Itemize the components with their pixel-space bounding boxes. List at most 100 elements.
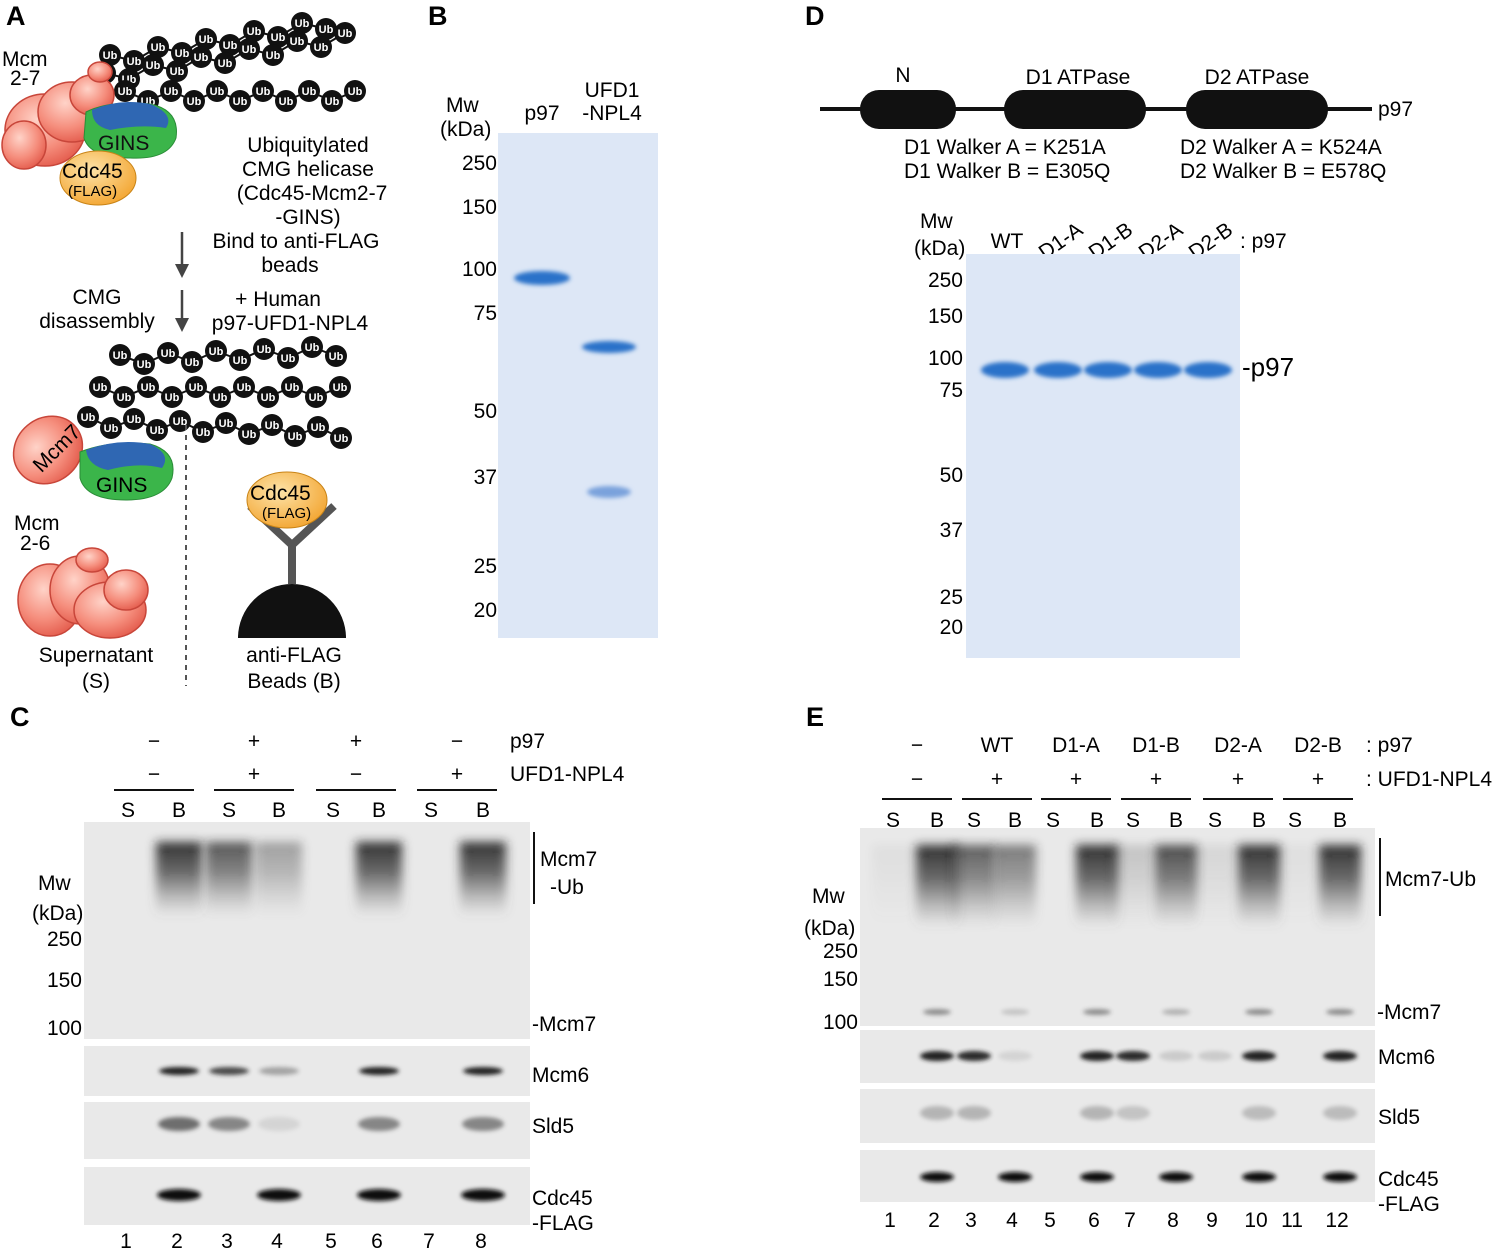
ub-label: Ub bbox=[314, 42, 329, 54]
ub-label: Ub bbox=[151, 42, 166, 54]
c-smear bbox=[460, 842, 506, 916]
b-gel bbox=[498, 133, 658, 638]
ub-bead: Ub bbox=[275, 90, 297, 112]
e-sb-label: S bbox=[1126, 809, 1140, 832]
d-label-d1: D1 ATPase bbox=[1026, 66, 1131, 89]
ub-label: Ub bbox=[295, 18, 310, 30]
cdc45-bead-label: Cdc45 bbox=[250, 482, 311, 505]
ub-bead: Ub bbox=[298, 80, 320, 102]
e-lane-number: 11 bbox=[1281, 1209, 1303, 1232]
c-ufd-label: UFD1-NPL4 bbox=[510, 763, 625, 786]
d-bands bbox=[981, 362, 1232, 378]
c-band-sld5 bbox=[358, 1117, 400, 1131]
c-band-mcm6 bbox=[159, 1067, 199, 1075]
e-lane-number: 9 bbox=[1206, 1209, 1218, 1232]
b-marker-75: 75 bbox=[474, 302, 497, 325]
c-smear bbox=[156, 842, 202, 916]
ub-bead: Ub bbox=[315, 18, 337, 40]
ub-bead: Ub bbox=[215, 412, 237, 434]
e-lane-number: 7 bbox=[1124, 1209, 1136, 1232]
d-gel bbox=[966, 254, 1240, 658]
b-marker-100: 100 bbox=[462, 258, 497, 281]
e-smear bbox=[872, 845, 914, 927]
ub-bead: Ub bbox=[169, 410, 191, 432]
e-smear bbox=[1319, 845, 1361, 927]
c-band-sld5 bbox=[158, 1117, 200, 1131]
e-lane-number: 2 bbox=[928, 1209, 940, 1232]
human-text-2: p97-UFD1-NPL4 bbox=[212, 312, 369, 335]
ub-label: Ub bbox=[187, 96, 202, 108]
e-marker-150: 150 bbox=[823, 968, 858, 991]
panel-d-letter: D bbox=[805, 1, 825, 31]
e-smear bbox=[953, 845, 995, 927]
ub-label: Ub bbox=[175, 48, 190, 60]
ubiq-text-2: CMG helicase bbox=[242, 158, 374, 181]
e-ufd-sign: + bbox=[1150, 768, 1162, 791]
panel-b: B Mw (kDa) p97 UFD1 -NPL4 25015010075503… bbox=[428, 1, 658, 638]
d-domain-n bbox=[860, 90, 956, 129]
gins-bottom: GINS bbox=[79, 442, 174, 501]
ub-label: Ub bbox=[266, 50, 281, 62]
ub-bead: Ub bbox=[190, 46, 212, 68]
d-band-p97 bbox=[1084, 362, 1132, 378]
c-lane-number: 7 bbox=[423, 1230, 435, 1252]
ub-label: Ub bbox=[137, 359, 152, 371]
e-band-mcm6 bbox=[1159, 1051, 1193, 1061]
c-p97-label: p97 bbox=[510, 730, 545, 753]
c-right-mcm7ub-2: -Ub bbox=[550, 876, 584, 899]
ub-label: Ub bbox=[164, 86, 179, 98]
c-marker-250: 250 bbox=[47, 928, 82, 951]
ub-label: Ub bbox=[185, 357, 200, 369]
b-marker-50: 50 bbox=[474, 400, 497, 423]
ub-label: Ub bbox=[218, 58, 233, 70]
e-lane-number: 12 bbox=[1325, 1209, 1348, 1232]
d-lane-suffix: : p97 bbox=[1240, 230, 1287, 253]
ub-label: Ub bbox=[118, 86, 133, 98]
ub-label: Ub bbox=[338, 28, 353, 40]
e-ufd-suffix: : UFD1-NPL4 bbox=[1366, 768, 1492, 791]
ub-label: Ub bbox=[233, 355, 248, 367]
ub-label: Ub bbox=[223, 40, 238, 52]
ub-bead: Ub bbox=[219, 34, 241, 56]
ub-bead: Ub bbox=[238, 38, 260, 60]
ub-label: Ub bbox=[104, 423, 119, 435]
panel-d: D N D1 ATPase D2 ATPase p97 D1 Walker A … bbox=[805, 1, 1413, 658]
e-band-mcm6 bbox=[920, 1051, 954, 1061]
c-smear bbox=[356, 842, 402, 916]
ub-label: Ub bbox=[194, 52, 209, 64]
d-label-n: N bbox=[895, 64, 910, 87]
e-lane-number: 8 bbox=[1167, 1209, 1179, 1232]
d-marker-100: 100 bbox=[928, 347, 963, 370]
e-band-sld5 bbox=[1323, 1106, 1357, 1120]
ub-label: Ub bbox=[196, 427, 211, 439]
ub-bead: Ub bbox=[89, 376, 111, 398]
cmg-text-1: CMG bbox=[73, 286, 122, 309]
mcm27-label-line2: 2-7 bbox=[10, 67, 40, 90]
c-sb-label: B bbox=[476, 799, 490, 822]
c-band-cdc45 bbox=[257, 1189, 301, 1201]
d-walker-2: D1 Walker B = E305Q bbox=[904, 160, 1110, 183]
d-marker-20: 20 bbox=[940, 616, 963, 639]
e-band-mcm6 bbox=[1116, 1051, 1150, 1061]
ub-bead: Ub bbox=[166, 60, 188, 82]
b-mw-1: Mw bbox=[446, 94, 479, 117]
d-walker-3: D2 Walker A = K524A bbox=[1180, 136, 1382, 159]
e-band-sld5 bbox=[1242, 1106, 1276, 1120]
ub-label: Ub bbox=[146, 60, 161, 72]
ub-bead: Ub bbox=[185, 376, 207, 398]
ub-bead: Ub bbox=[277, 347, 299, 369]
ub-label: Ub bbox=[165, 392, 180, 404]
b-marker-37: 37 bbox=[474, 466, 497, 489]
ub-label: Ub bbox=[209, 346, 224, 358]
mcm26-complex bbox=[17, 547, 149, 639]
c-p97-sign: + bbox=[248, 730, 260, 753]
ub-bead: Ub bbox=[281, 376, 303, 398]
ub-bead: Ub bbox=[310, 36, 332, 58]
ub-label: Ub bbox=[81, 412, 96, 424]
ub-label: Ub bbox=[333, 382, 348, 394]
e-smear bbox=[1194, 845, 1236, 927]
ub-label: Ub bbox=[233, 96, 248, 108]
